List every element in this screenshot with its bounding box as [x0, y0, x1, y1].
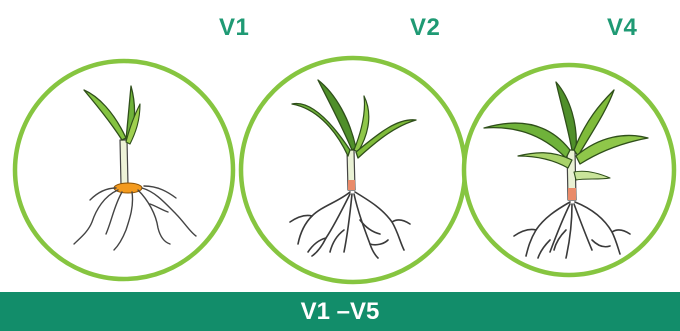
stage-range-banner: V1 –V5: [0, 292, 680, 331]
growth-stages-illustration: [0, 0, 680, 292]
stage-range-label: V1 –V5: [301, 298, 380, 326]
